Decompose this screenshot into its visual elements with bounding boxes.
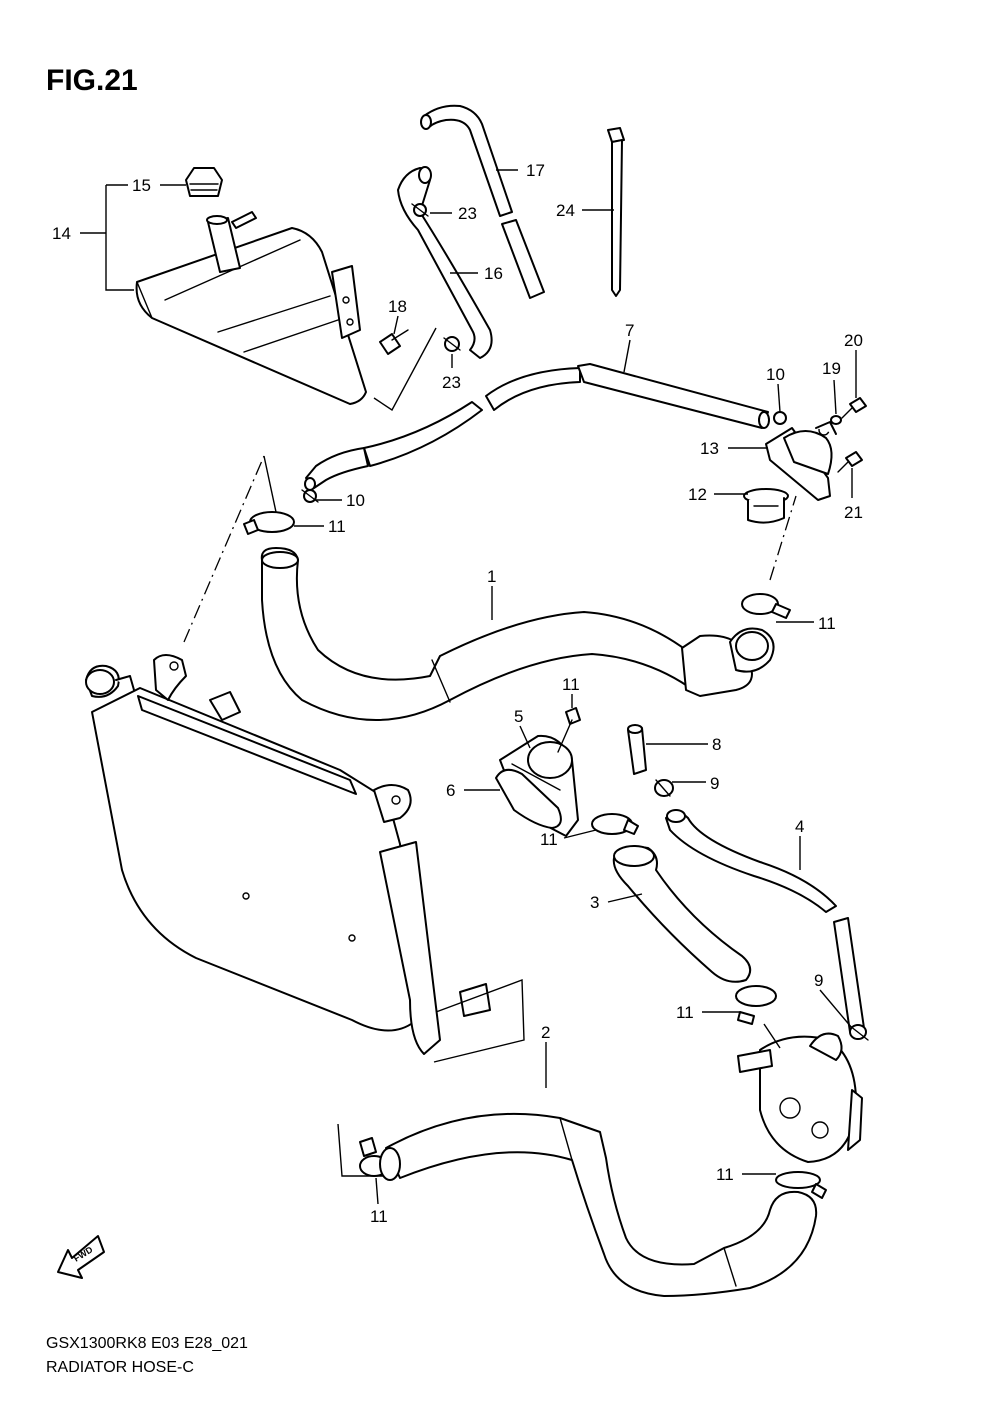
callout-4: 4 — [795, 817, 804, 836]
callout-11-thermostat: 11 — [818, 614, 836, 633]
hose-3 — [612, 845, 752, 983]
callout-6: 6 — [446, 781, 455, 800]
hose-2 — [379, 1112, 818, 1297]
hose-7 — [304, 363, 770, 491]
leader-lines — [80, 169, 857, 1205]
thermostat-cover-14 — [765, 421, 837, 501]
callout-23-lower: 23 — [442, 373, 461, 392]
reservoir-tank — [135, 211, 367, 405]
pump-clamp-lead — [763, 1023, 781, 1049]
callout-20: 16 — [484, 264, 503, 283]
callout-22: 18 — [388, 297, 407, 316]
callout-12: 11 — [562, 675, 580, 694]
callout-11-case: 11 — [540, 830, 558, 849]
callout-11-upper-left: 11 — [328, 517, 346, 536]
clamp-10-right — [773, 411, 787, 425]
clamp-23-lower — [443, 336, 461, 352]
radiator-outlet-box — [433, 979, 525, 1063]
callout-14: 13 — [700, 439, 719, 458]
washer-15 — [830, 415, 842, 425]
callout-18: 14 — [52, 224, 71, 243]
hose-4 — [665, 809, 865, 1033]
figure-title: FIG.21 — [46, 64, 138, 97]
callout-19: 15 — [132, 176, 151, 195]
clamp-9-lower — [849, 1024, 869, 1041]
callout-11-pump-lower: 11 — [716, 1165, 734, 1184]
thermostat-13 — [743, 488, 789, 524]
clamp-11-case — [591, 813, 639, 835]
clamp-11-pump-lower — [775, 1171, 827, 1199]
guide-line-radiator — [183, 455, 265, 643]
callout-1: 1 — [487, 567, 496, 586]
o-ring-6 — [495, 768, 562, 829]
callout-11-pump-upper: 11 — [676, 1003, 694, 1022]
callout-16: 20 — [844, 331, 863, 350]
figure-caption: RADIATOR HOSE-C — [46, 1359, 194, 1376]
cable-tie-24 — [607, 127, 625, 297]
clamp-23-upper — [411, 203, 429, 217]
callout-5: 5 — [514, 707, 523, 726]
callout-9-upper: 9 — [710, 774, 719, 793]
callout-labels: 15 14 17 23 16 24 18 23 7 10 19 20 13 21… — [52, 161, 863, 1226]
callout-3: 3 — [590, 893, 599, 912]
hose-21 — [420, 104, 545, 299]
guide-line-clamp — [263, 455, 277, 513]
callout-24: 24 — [556, 201, 575, 220]
model-code: GSX1300RK8 E03 E28_021 — [46, 1335, 248, 1352]
bolt-16 — [841, 397, 867, 419]
fwd-arrow-icon: FWD — [57, 1235, 105, 1279]
clamp-11-pump-upper — [735, 985, 777, 1025]
callout-7: 7 — [625, 321, 634, 340]
callout-21: 17 — [526, 161, 545, 180]
callout-11-lower-left: 11 — [370, 1207, 388, 1226]
reservoir-link-line — [373, 327, 437, 412]
callout-2: 2 — [541, 1023, 550, 1042]
callout-23-upper: 23 — [458, 204, 477, 223]
clamp-11-upper-left — [243, 511, 295, 535]
callout-10-left: 10 — [346, 491, 365, 510]
bolt-22 — [379, 329, 409, 355]
callout-17: 21 — [844, 503, 863, 522]
reservoir-cap — [185, 167, 223, 197]
bolt-17 — [837, 451, 863, 473]
callout-9-lower: 9 — [814, 971, 823, 990]
callout-15: 19 — [822, 359, 841, 378]
radiator — [85, 654, 491, 1055]
water-pump-housing — [737, 1032, 863, 1163]
fitting-8 — [627, 724, 647, 775]
clamp-11-thermostat — [741, 593, 791, 619]
hose-20 — [397, 166, 493, 359]
hose-1 — [260, 547, 775, 721]
callout-10-right: 10 — [766, 365, 785, 384]
clamp-9-upper — [654, 779, 674, 797]
callout-8: 8 — [712, 735, 721, 754]
bolt-12 — [557, 707, 581, 753]
clamp-10-left — [301, 489, 319, 503]
callout-13: 12 — [688, 485, 707, 504]
